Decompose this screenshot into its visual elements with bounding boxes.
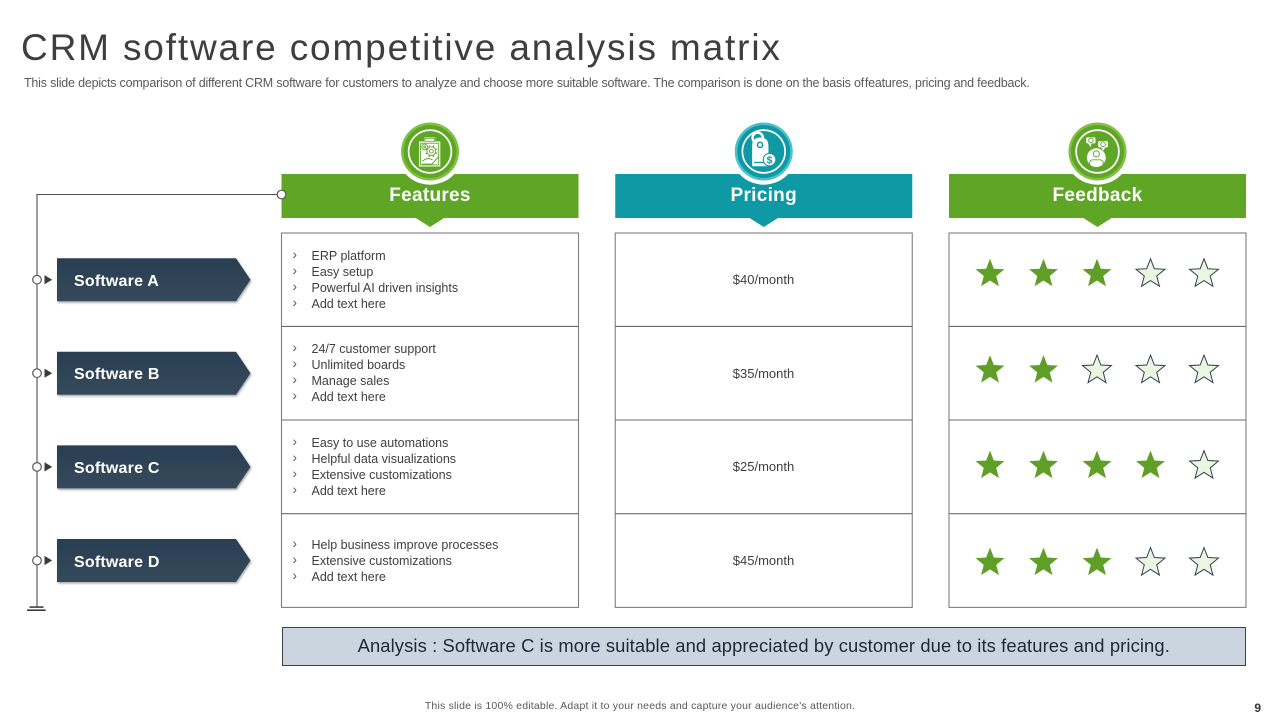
svg-text:$: $ [767,155,773,167]
